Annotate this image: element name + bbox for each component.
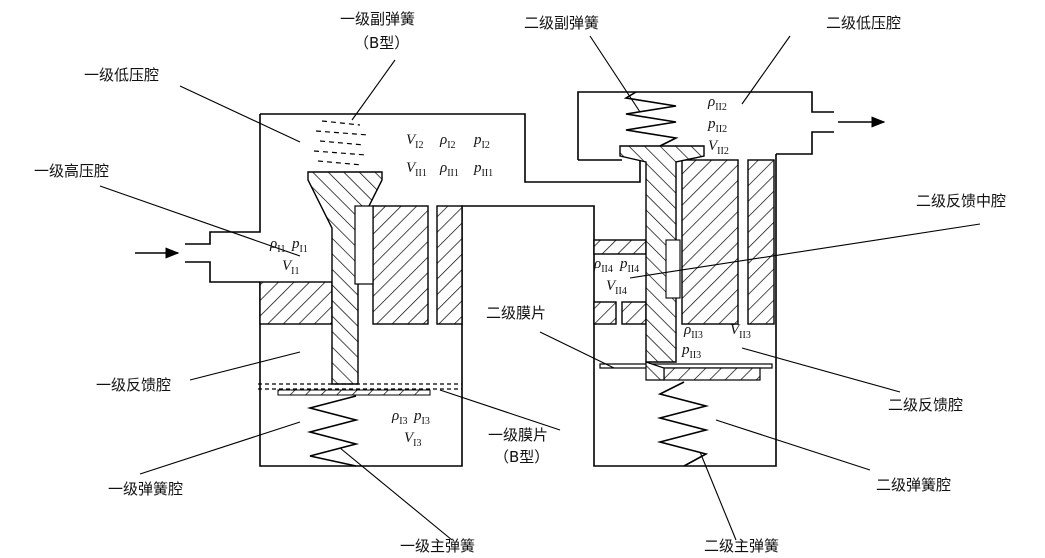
- label-stage1-high-chamber: 一级高压腔: [34, 162, 109, 180]
- sym-p-II1: pII1: [473, 160, 493, 179]
- stage2-lower-wall-left: [593, 301, 617, 325]
- stage2-diaphragm-line: [599, 363, 773, 369]
- symbol-labels: VI2 ρI2 pI2 VII1 ρII1 pII1 ρI1 pI1 VI1 ρ…: [269, 94, 751, 449]
- sym-V-II3: VII3: [730, 322, 751, 341]
- stage1-wall-block: [436, 205, 463, 325]
- sym-rho-II1: ρII1: [439, 160, 459, 179]
- stage2-main-spring: [656, 381, 710, 467]
- sym-p-I2: pI2: [473, 132, 490, 151]
- stage1-aux-spring: [313, 120, 369, 166]
- stage2-aux-spring: [623, 91, 679, 147]
- label-stage2-low-chamber: 二级低压腔: [826, 14, 901, 32]
- stage2-wall-block: [747, 159, 775, 325]
- label-stage1-feedback-chamber: 一级反馈腔: [96, 376, 171, 394]
- sym-p-I1: pI1: [291, 236, 308, 255]
- stage2-upper-wall: [593, 239, 647, 255]
- stage1-main-spring: [306, 395, 360, 467]
- sym-rho-I3: ρI3: [391, 408, 408, 427]
- label-stage2-main-spring: 二级主弹簧: [704, 537, 779, 555]
- label-stage1-main-spring: 一级主弹簧: [400, 537, 475, 555]
- sym-V-I3: VI3: [404, 430, 422, 449]
- leader-lines: [99, 35, 981, 541]
- label-stage1-aux-spring-type: （B型）: [354, 34, 409, 52]
- stage1-body: [135, 113, 777, 467]
- stage2-body: [577, 91, 886, 467]
- stage2-diaphragm-plate: [663, 367, 761, 381]
- label-stage1-diaphragm-type: （B型）: [494, 448, 549, 466]
- label-stage2-mid-chamber: 二级反馈中腔: [916, 192, 1006, 210]
- sym-p-II4: pII4: [619, 256, 639, 275]
- stage2-guide-block: [681, 159, 739, 325]
- stage1-diaphragm-plate: [277, 389, 431, 396]
- sym-p-I3: pI3: [413, 408, 430, 427]
- sym-p-II3: pII3: [681, 342, 701, 361]
- sym-rho-I2: ρI2: [439, 132, 456, 151]
- sym-rho-I1: ρI1: [269, 236, 286, 255]
- sym-V-I1: VI1: [282, 258, 300, 277]
- stage1-guide-block: [372, 205, 429, 325]
- stage2-valve-stem: [619, 145, 705, 363]
- sym-rho-II2: ρII2: [707, 94, 727, 113]
- sym-V-II4: VII4: [606, 278, 627, 297]
- sym-p-II2: pII2: [707, 116, 727, 135]
- label-stage2-feedback-chamber: 二级反馈腔: [888, 396, 963, 414]
- label-stage1-spring-chamber: 一级弹簧腔: [108, 480, 183, 498]
- sym-rho-II4: ρII4: [593, 256, 613, 275]
- sym-V-II1: VII1: [406, 160, 427, 179]
- chamber-labels: 一级副弹簧 （B型） 一级低压腔 一级高压腔 一级反馈腔 一级弹簧腔 一级主弹簧…: [34, 10, 1006, 555]
- label-stage1-low-chamber: 一级低压腔: [84, 66, 159, 84]
- label-stage2-aux-spring: 二级副弹簧: [524, 14, 599, 32]
- sym-V-I2: VI2: [406, 132, 424, 151]
- label-stage1-aux-spring: 一级副弹簧: [340, 10, 415, 28]
- label-stage2-spring-chamber: 二级弹簧腔: [876, 476, 951, 494]
- sym-rho-II3: ρII3: [683, 322, 703, 341]
- sym-V-II2: VII2: [708, 138, 729, 157]
- stage1-seat-block: [259, 281, 333, 325]
- label-stage2-diaphragm: 二级膜片: [486, 304, 546, 322]
- stage2-lower-wall-mid: [621, 301, 647, 325]
- label-stage1-diaphragm: 一级膜片: [488, 426, 548, 444]
